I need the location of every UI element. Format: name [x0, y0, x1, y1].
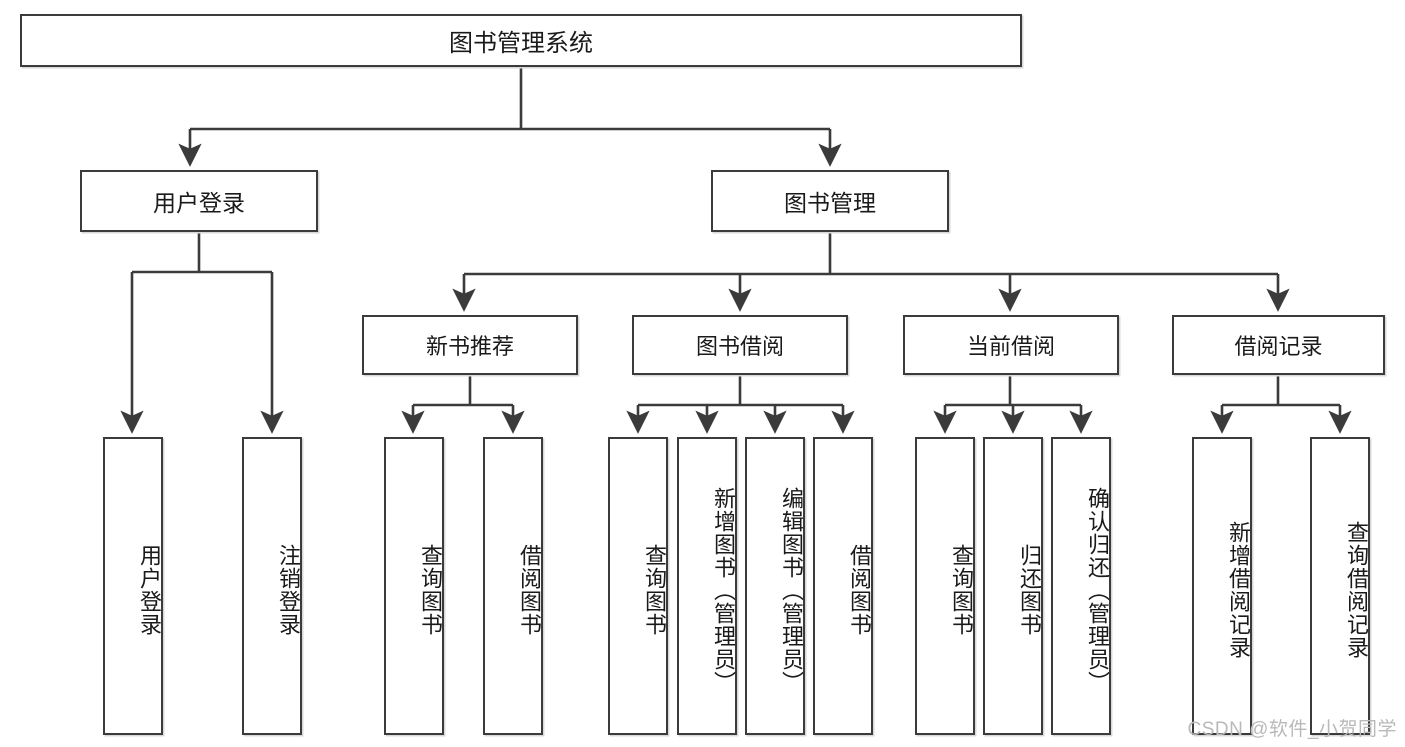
node-user-login-label: 用户登录 [153, 190, 245, 216]
node-new-book-recommend[interactable]: 新书推荐 [362, 315, 578, 375]
leaf-confirm-return-admin-label: 确认归还（管理员） [1085, 486, 1110, 694]
leaf-user-login[interactable]: 用户登录 [103, 437, 163, 735]
node-current-borrow-label: 当前借阅 [966, 334, 1055, 359]
leaf-add-borrow-record[interactable]: 新增借阅记录 [1192, 437, 1252, 735]
leaf-query-borrow-record-label: 查询借阅记录 [1344, 521, 1369, 659]
node-borrow-record-label: 借阅记录 [1234, 334, 1323, 359]
leaf-edit-book-admin[interactable]: 编辑图书（管理员） [745, 437, 805, 735]
leaf-query-book-current[interactable]: 查询图书 [915, 437, 975, 735]
node-new-book-recommend-label: 新书推荐 [425, 334, 514, 359]
leaf-confirm-return-admin[interactable]: 确认归还（管理员） [1051, 437, 1111, 735]
leaf-add-book-admin[interactable]: 新增图书（管理员） [677, 437, 737, 735]
node-book-borrow[interactable]: 图书借阅 [632, 315, 848, 375]
node-book-management[interactable]: 图书管理 [711, 170, 949, 232]
leaf-query-book-recommend-label: 查询图书 [418, 544, 443, 636]
node-root-label: 图书管理系统 [449, 30, 593, 57]
node-book-borrow-label: 图书借阅 [695, 334, 784, 359]
leaf-query-book-current-label: 查询图书 [949, 544, 974, 636]
leaf-logout[interactable]: 注销登录 [242, 437, 302, 735]
node-book-management-label: 图书管理 [784, 190, 876, 216]
leaf-query-book-borrow-label: 查询图书 [642, 544, 667, 636]
leaf-add-borrow-record-label: 新增借阅记录 [1226, 521, 1251, 659]
leaf-borrow-book-recommend[interactable]: 借阅图书 [483, 437, 543, 735]
watermark: CSDN @软件_小贺同学 [1187, 719, 1397, 740]
node-current-borrow[interactable]: 当前借阅 [903, 315, 1119, 375]
leaf-edit-book-admin-label: 编辑图书（管理员） [779, 486, 804, 694]
leaf-add-book-admin-label: 新增图书（管理员） [711, 486, 736, 694]
leaf-query-borrow-record[interactable]: 查询借阅记录 [1310, 437, 1370, 735]
node-borrow-record[interactable]: 借阅记录 [1172, 315, 1385, 375]
leaf-query-book-borrow[interactable]: 查询图书 [608, 437, 668, 735]
leaf-return-book-label: 归还图书 [1017, 544, 1042, 636]
leaf-borrow-book[interactable]: 借阅图书 [813, 437, 873, 735]
leaf-query-book-recommend[interactable]: 查询图书 [384, 437, 444, 735]
leaf-borrow-book-recommend-label: 借阅图书 [517, 544, 542, 636]
leaf-user-login-label: 用户登录 [137, 544, 162, 636]
node-user-login[interactable]: 用户登录 [80, 170, 318, 232]
leaf-return-book[interactable]: 归还图书 [983, 437, 1043, 735]
node-root[interactable]: 图书管理系统 [20, 14, 1022, 67]
leaf-borrow-book-label: 借阅图书 [847, 544, 872, 636]
leaf-logout-label: 注销登录 [276, 544, 301, 636]
